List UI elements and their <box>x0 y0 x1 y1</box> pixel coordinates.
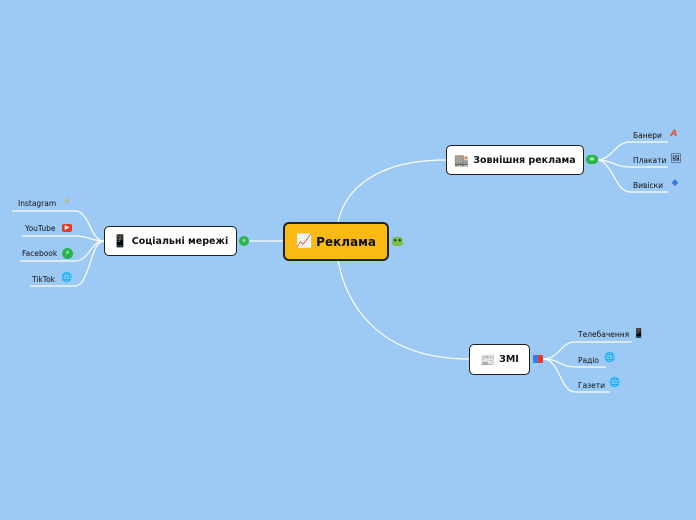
newspaper-icon: 📰 <box>480 352 496 367</box>
connector-social-instagram <box>12 210 105 242</box>
connector-central-outdoor <box>337 159 447 223</box>
leaf-telebachennia[interactable]: Телебачення <box>578 330 630 339</box>
topic-social-networks[interactable]: 📱 Соціальні мережі <box>104 226 237 256</box>
green-lightning-icon: ⚡ <box>62 248 73 259</box>
topic-outdoor-advertising[interactable]: 🏬 Зовнішня реклама <box>446 145 584 175</box>
leaf-vyvisky[interactable]: Вивіски <box>633 181 664 190</box>
framed-picture-icon: 🖼 <box>670 154 682 164</box>
link-marker-icon: ∞ <box>586 155 598 164</box>
connector-outdoor-vyvisky <box>596 159 668 193</box>
pen-tool-icon: A <box>670 129 678 139</box>
leaf-radio[interactable]: Радіо <box>578 356 599 365</box>
lightning-icon: ⚡ <box>63 197 71 207</box>
connector-outdoor-plakaty <box>596 159 668 168</box>
topic-outdoor-label: Зовнішня реклама <box>473 154 576 166</box>
leaf-plakaty[interactable]: Плакати <box>633 156 667 165</box>
phone-icon: 📱 <box>633 329 645 339</box>
topic-media-label: ЗМІ <box>499 354 519 365</box>
topic-media[interactable]: 📰 ЗМІ <box>469 344 530 375</box>
youtube-icon: ▶ <box>62 224 72 232</box>
central-topic[interactable]: 📈 Реклама <box>283 222 389 261</box>
leaf-facebook[interactable]: Facebook <box>22 249 58 258</box>
globe-icon: 🌐 <box>609 378 621 388</box>
globe-icon: 🌐 <box>604 353 616 363</box>
leaf-gazety[interactable]: Газети <box>578 381 606 390</box>
chart-increasing-icon: 📈 <box>295 234 313 249</box>
connector-social-youtube <box>22 235 105 242</box>
connector-outdoor-banery <box>596 141 668 161</box>
globe-icon: 🌐 <box>61 273 73 283</box>
mobile-phone-icon: 📱 <box>112 234 128 248</box>
leaf-tiktok[interactable]: TikTok <box>32 275 56 284</box>
topic-social-label: Соціальні мережі <box>131 235 229 247</box>
connector-media-gazety <box>542 358 610 393</box>
flag-marker-icon <box>533 355 543 363</box>
connector-social-tiktok <box>30 240 105 287</box>
leaf-banery[interactable]: Банери <box>633 131 662 140</box>
connector-central-media <box>337 259 470 360</box>
central-topic-label: Реклама <box>316 234 377 249</box>
lightning-marker-icon: ⚡ <box>239 236 249 246</box>
connector-media-radio <box>542 358 606 368</box>
department-store-icon: 🏬 <box>454 153 470 167</box>
leaf-youtube[interactable]: YouTube <box>25 224 56 233</box>
leaf-instagram[interactable]: Instagram <box>18 199 57 208</box>
smiley-marker-icon: •• <box>392 237 403 246</box>
pinwheel-icon: ◆ <box>671 178 679 188</box>
connector-media-tv <box>542 341 632 360</box>
